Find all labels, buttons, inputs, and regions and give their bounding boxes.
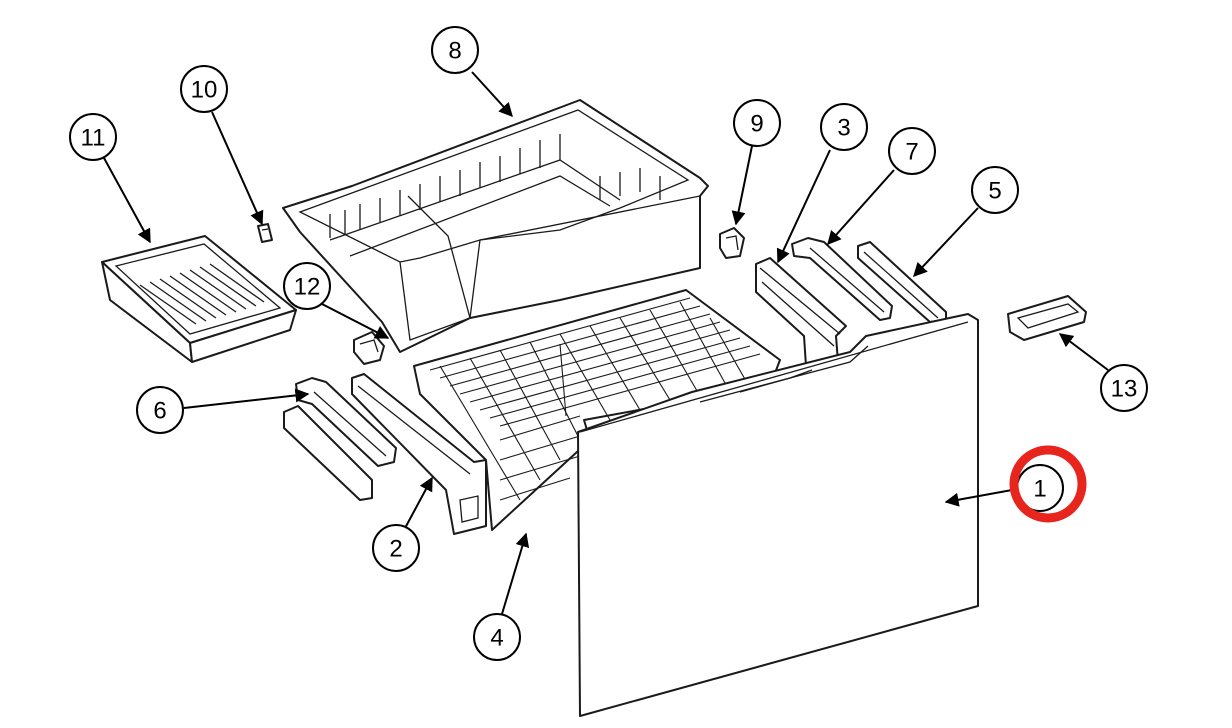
part-7-right-rail	[791, 237, 893, 321]
callout-label-9: 9	[750, 111, 763, 138]
callout-label-7: 7	[905, 139, 918, 166]
callout-label-5: 5	[988, 178, 1001, 205]
callout-label-10: 10	[191, 77, 218, 104]
callout-2: 2	[372, 524, 420, 572]
leader-lines	[103, 71, 1109, 615]
highlight-ring	[1009, 445, 1087, 523]
part-4-wire-basket	[413, 289, 781, 531]
callout-10: 10	[180, 65, 228, 113]
callout-4: 4	[473, 613, 521, 661]
part-1-front-panel	[577, 313, 979, 717]
part-13-handle	[1007, 295, 1087, 341]
callout-1: 1	[1016, 464, 1064, 512]
callout-13: 13	[1100, 364, 1148, 412]
callout-11: 11	[69, 113, 117, 161]
callout-label-13: 13	[1111, 376, 1138, 403]
part-2-left-bracket	[351, 373, 487, 535]
callout-label-1: 1	[1033, 476, 1046, 503]
callout-label-3: 3	[837, 115, 850, 142]
part-9-clip	[719, 227, 745, 259]
callout-12: 12	[283, 262, 331, 310]
part-10-clip	[257, 223, 273, 243]
callout-7: 7	[888, 127, 936, 175]
part-12-latch	[353, 331, 385, 365]
callout-8: 8	[431, 26, 479, 74]
callout-label-6: 6	[153, 398, 166, 425]
callout-label-2: 2	[389, 536, 402, 563]
callout-6: 6	[136, 386, 184, 434]
callout-label-8: 8	[448, 38, 461, 65]
callout-label-12: 12	[294, 274, 321, 301]
callout-label-11: 11	[81, 125, 106, 152]
part-8-upper-basket	[282, 99, 709, 353]
callout-9: 9	[733, 99, 781, 147]
callout-label-4: 4	[490, 625, 503, 652]
part-6-left-rail	[283, 377, 397, 501]
callout-3: 3	[820, 103, 868, 151]
part-11-tray	[101, 235, 297, 363]
callout-5: 5	[971, 166, 1019, 214]
